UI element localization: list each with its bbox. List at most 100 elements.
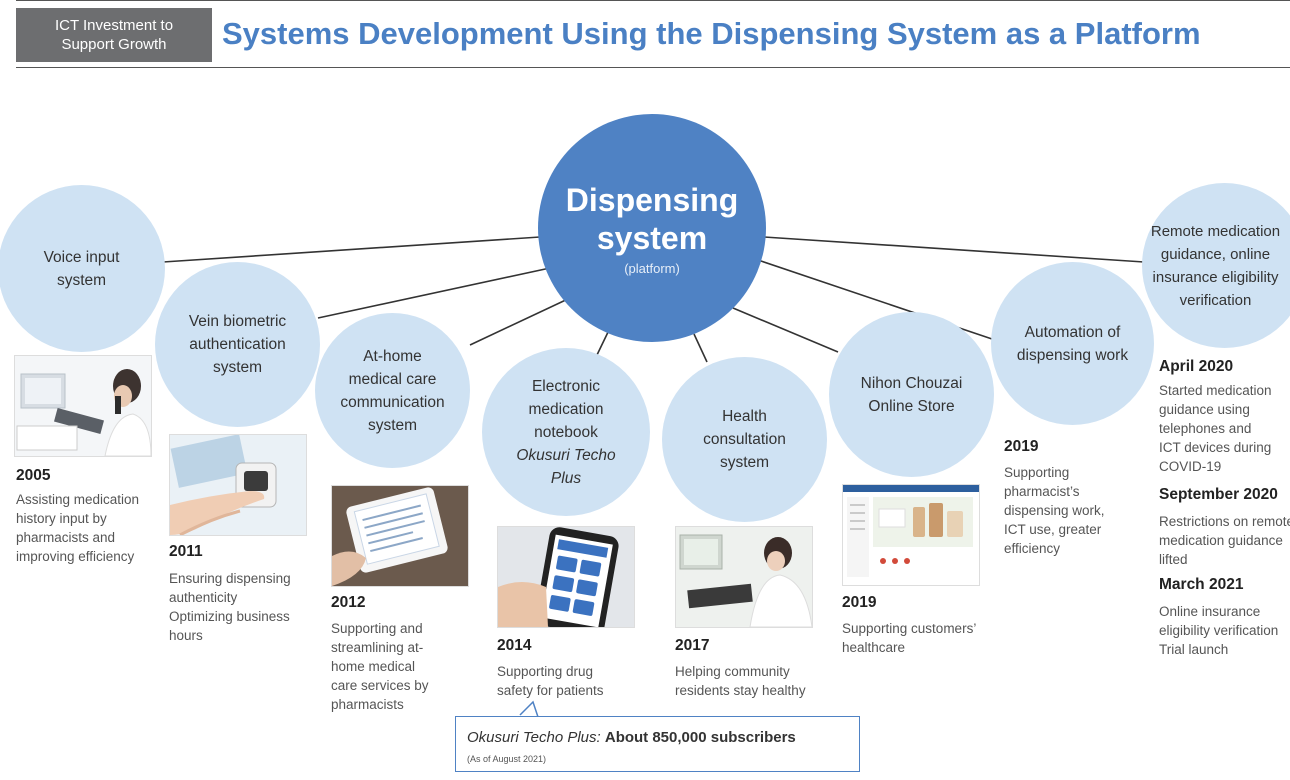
bubble-line: medical care	[348, 370, 437, 388]
online-store-photo	[842, 484, 980, 586]
hub-line1: Dispensing	[565, 181, 739, 218]
desc-voice-input: Assisting medication history input by ph…	[16, 490, 139, 566]
desc-line: Restrictions on remote	[1159, 514, 1290, 529]
header-bottom-rule	[16, 67, 1290, 68]
desc-line: home medical	[331, 659, 416, 674]
desc-at-home: Supporting and streamlining at- home med…	[331, 619, 429, 714]
bubble-remote-guidance: Remote medication guidance, online insur…	[1142, 183, 1290, 348]
bubble-online-store: Nihon Chouzai Online Store	[829, 312, 994, 477]
header-top-rule	[16, 0, 1290, 1]
smartphone-photo	[497, 526, 635, 628]
desc-notebook: Supporting drug safety for patients	[497, 662, 604, 700]
callout-text: Okusuri Techo Plus: About 850,000 subscr…	[467, 729, 796, 746]
year-at-home: 2012	[331, 594, 366, 611]
bubble-line: Nihon Chouzai	[860, 374, 963, 392]
desc-line: Supporting drug	[497, 664, 594, 679]
event-desc: Restrictions on remote medication guidan…	[1159, 512, 1290, 569]
bubble-line: authentication	[189, 336, 286, 353]
bubble-line: system	[367, 416, 418, 434]
desc-line: authenticity	[169, 590, 238, 605]
desc-line: pharmacist’s	[1004, 484, 1080, 499]
desc-line: eligibility verification	[1159, 623, 1279, 638]
bubble-voice-input: Voice input system	[0, 185, 165, 352]
bubble-line: system	[212, 359, 263, 376]
bubble-line: Plus	[550, 469, 582, 487]
event-desc: Online insurance eligibility verificatio…	[1159, 602, 1290, 659]
desc-line: history input by	[16, 511, 107, 526]
bubble-line: medication	[528, 400, 604, 418]
vein-scanner-photo	[169, 434, 307, 536]
desc-line: pharmacists	[331, 697, 404, 712]
year-health: 2017	[675, 637, 710, 654]
year-store: 2019	[842, 594, 877, 611]
connector-store	[732, 307, 839, 353]
bubble-line: verification	[1179, 291, 1252, 309]
desc-line: medication guidance	[1159, 533, 1283, 548]
bubble-line: At-home	[363, 347, 422, 365]
bubble-line: system	[56, 271, 107, 289]
desc-line: care services by	[331, 678, 429, 693]
desc-line: improving efficiency	[16, 549, 135, 564]
hub-line2: system	[596, 219, 708, 256]
connector-vein	[317, 267, 551, 319]
year-notebook: 2014	[497, 637, 532, 654]
bubble-line: Electronic	[531, 377, 601, 395]
connector-at-home	[469, 297, 571, 346]
event-date: September 2020	[1159, 486, 1278, 503]
bubble-line: system	[719, 454, 770, 471]
desc-line: Assisting medication	[16, 492, 140, 507]
desc-line: Started medication	[1159, 383, 1272, 398]
desc-line: Online insurance	[1159, 604, 1261, 619]
desc-store: Supporting customers’ healthcare	[842, 619, 976, 657]
voice-input-photo	[14, 355, 152, 457]
bubble-line: Vein biometric	[188, 313, 287, 330]
desc-line: Supporting and	[331, 621, 423, 636]
desc-line: Trial launch	[1159, 642, 1229, 657]
event-date: March 2021	[1159, 576, 1244, 593]
year-automation: 2019	[1004, 438, 1039, 455]
desc-line: hours	[169, 628, 203, 643]
event-date: April 2020	[1159, 358, 1234, 375]
bubble-line: Okusuri Techo	[516, 446, 616, 464]
connector-voice-input	[162, 236, 541, 263]
bubble-line: Online Store	[868, 397, 955, 415]
hub-sub: (platform)	[624, 260, 680, 276]
bubble-line: consultation	[703, 431, 786, 448]
section-tag: ICT Investment to Support Growth	[16, 8, 212, 62]
desc-line: efficiency	[1004, 541, 1061, 556]
bubble-line: Remote medication	[1150, 222, 1281, 240]
desc-line: ICT use, greater	[1004, 522, 1102, 537]
desc-line: pharmacists and	[16, 530, 116, 545]
desc-vein: Ensuring dispensing authenticity Optimiz…	[169, 569, 291, 645]
desc-line: ICT devices during	[1159, 440, 1272, 455]
year-vein: 2011	[169, 543, 203, 560]
desc-line: dispensing work,	[1004, 503, 1105, 518]
subscribers-callout: Okusuri Techo Plus: About 850,000 subscr…	[455, 716, 860, 772]
bubble-line: notebook	[534, 423, 598, 441]
desc-line: residents stay healthy	[675, 683, 806, 698]
bubble-line: communication	[340, 393, 445, 411]
bubble-line: Automation of	[1024, 323, 1121, 341]
desc-line: COVID-19	[1159, 459, 1222, 474]
desc-automation: Supporting pharmacist’s dispensing work,…	[1004, 463, 1105, 558]
bubble-health-consultation: Health consultation system	[662, 357, 827, 522]
bubble-vein-biometric: Vein biometric authentication system	[155, 262, 320, 427]
connector-remote	[763, 236, 1145, 263]
bubble-line: Voice input	[43, 248, 120, 266]
desc-line: Helping community	[675, 664, 790, 679]
desc-line: Supporting customers’	[842, 621, 977, 636]
bubble-line: guidance, online	[1160, 245, 1271, 263]
keyboard-photo	[675, 526, 813, 628]
desc-line: Ensuring dispensing	[169, 571, 291, 586]
bubble-electronic-notebook: Electronic medication notebook Okusuri T…	[482, 348, 650, 516]
bubble-line: dispensing work	[1016, 346, 1129, 364]
section-tag-line2: Support Growth	[61, 36, 167, 53]
bubble-line: Health	[722, 408, 767, 425]
desc-line: Optimizing business	[169, 609, 290, 624]
desc-line: safety for patients	[497, 683, 604, 698]
desc-line: guidance using	[1159, 402, 1250, 417]
section-tag-line1: ICT Investment to	[54, 17, 174, 34]
desc-line: healthcare	[842, 640, 906, 655]
desc-health: Helping community residents stay healthy	[675, 662, 806, 700]
bubble-automation: Automation of dispensing work	[991, 262, 1154, 425]
